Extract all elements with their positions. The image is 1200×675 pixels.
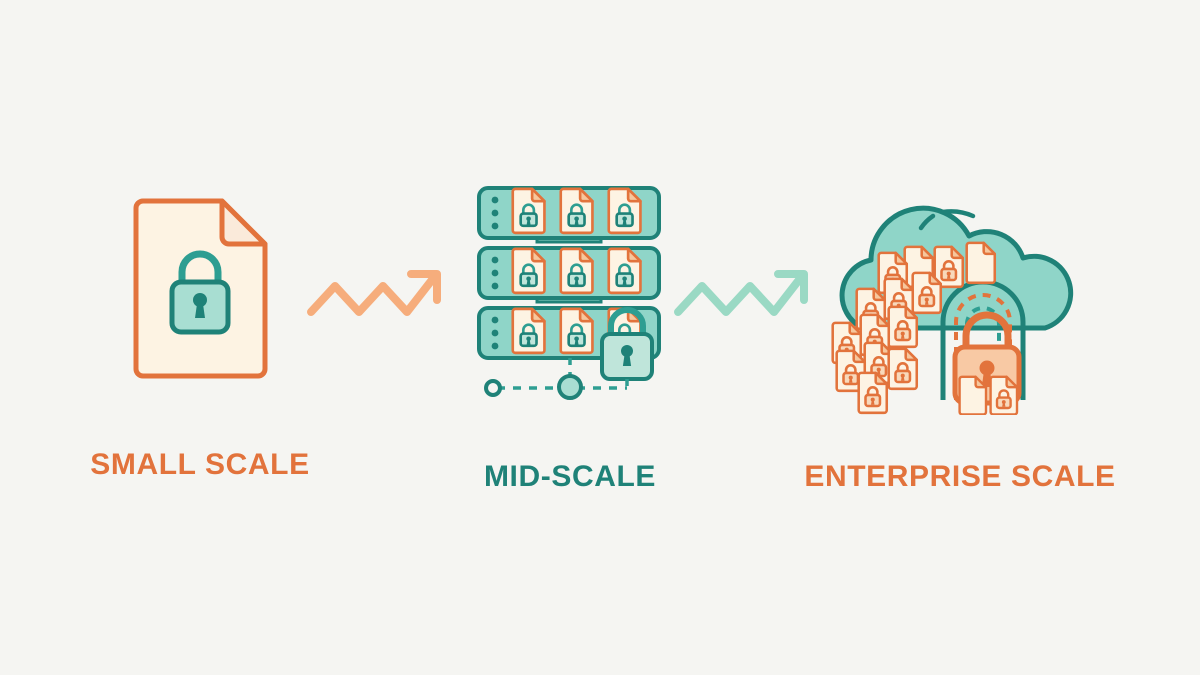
stage-enterprise-scale: ENTERPRISE SCALE [770, 190, 1150, 492]
stage-label-enterprise-scale: ENTERPRISE SCALE [804, 460, 1116, 493]
arrow-small-to-mid [305, 262, 450, 327]
server-rack-icon [475, 186, 665, 406]
secure-cloud-icon [825, 190, 1095, 420]
stage-mid-scale: MID-SCALE [455, 186, 685, 492]
stage-label-small-scale: SMALL SCALE [90, 448, 310, 481]
stage-label-mid-scale: MID-SCALE [483, 460, 657, 493]
stage-small-scale: SMALL SCALE [60, 196, 340, 480]
locked-document-icon [130, 196, 270, 386]
arrow-mid-to-enterprise [672, 262, 817, 327]
